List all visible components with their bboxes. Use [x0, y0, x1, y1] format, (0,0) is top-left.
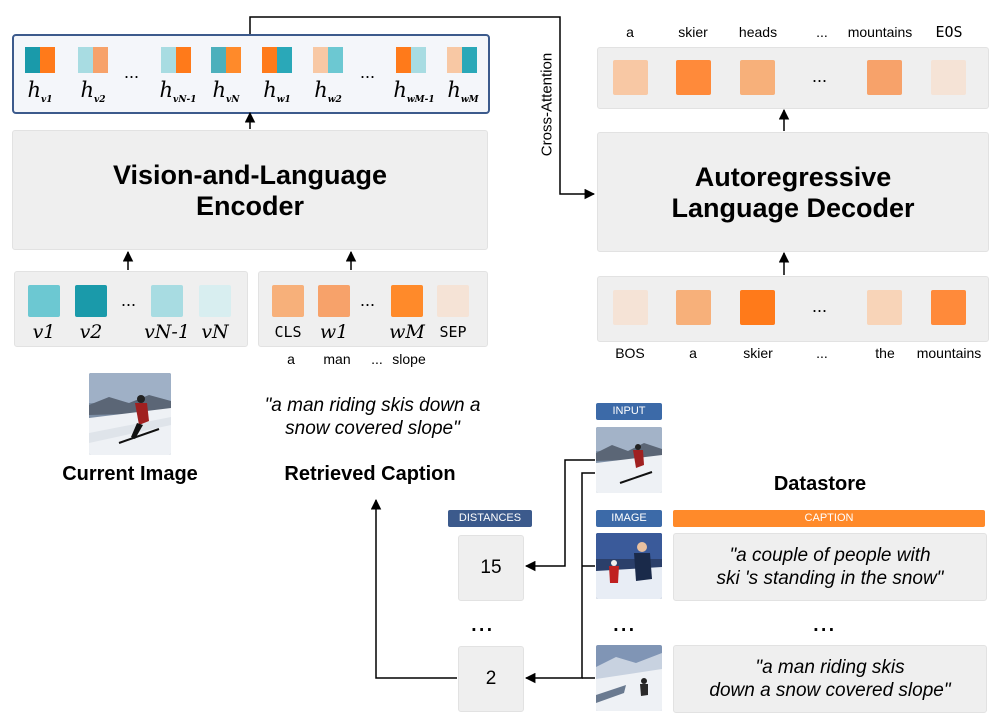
image-tag: IMAGE	[596, 510, 662, 527]
hidden-label-h-vN: hvN	[212, 78, 240, 106]
hidden-label-h-vN-1: hvN-1	[159, 78, 197, 106]
text-token-wM	[391, 285, 423, 317]
autoregressive-decoder: Autoregressive Language Decoder	[597, 132, 989, 252]
decoder-input-token-6	[931, 290, 966, 325]
decoder-title-line1: Autoregressive	[694, 162, 892, 192]
current-image	[89, 373, 171, 455]
decoder-output-word-5: mountains	[847, 24, 913, 40]
hidden-label-h-v2: hv2	[80, 78, 106, 106]
decoder-input-token-1	[613, 290, 648, 325]
datastore-caption-2: "a man riding skis down a snow covered s…	[673, 645, 987, 713]
retrieved-caption-label: Retrieved Caption	[284, 463, 456, 485]
decoder-input-word-2: a	[689, 345, 697, 361]
text-label-sep: SEP	[439, 323, 467, 341]
input-tag: INPUT	[596, 403, 662, 420]
decoder-output-token-2	[676, 60, 711, 95]
decoder-output-token-5	[867, 60, 902, 95]
input-image	[596, 427, 662, 493]
decoder-output-token-1	[613, 60, 648, 95]
encoder-title-line2: Encoder	[195, 191, 305, 221]
datastore-image-1	[596, 533, 662, 599]
decoder-input-word-3: skier	[743, 345, 773, 361]
decoder-output-word-1: a	[626, 24, 634, 40]
decoder-output-panel	[597, 47, 989, 109]
distances-dots: ...	[470, 606, 494, 637]
under-word-a: a	[287, 351, 295, 367]
images-dots: ...	[612, 606, 636, 637]
under-word-man: man	[323, 351, 351, 367]
retrieved-caption-text: "a man riding skis down a snow covered s…	[264, 395, 481, 439]
distance-cell-1: 15	[458, 535, 524, 601]
hidden-ellipsis-1: ...	[124, 62, 140, 82]
hidden-label-h-w1: hw1	[263, 78, 291, 106]
visual-token-v2	[75, 285, 107, 317]
visual-token-vN	[199, 285, 231, 317]
decoder-output-word-4: ...	[816, 24, 828, 40]
decoder-title-line2: Language Decoder	[671, 193, 915, 223]
distances-tag: DISTANCES	[448, 510, 532, 527]
decoder-input-word-4: ...	[816, 345, 828, 361]
text-token-w1	[318, 285, 350, 317]
visual-label-v1: v1	[32, 321, 56, 343]
datastore-title: Datastore	[773, 473, 867, 495]
hidden-label-h-v1: hv1	[27, 78, 53, 106]
decoder-output-token-6	[931, 60, 966, 95]
hidden-label-h-wM: hwM	[447, 78, 479, 106]
visual-label-vN-1: vN-1	[144, 321, 190, 343]
text-token-cls	[272, 285, 304, 317]
hidden-label-h-wM-1: hwM-1	[393, 78, 435, 106]
hidden-ellipsis-2: ...	[360, 62, 376, 82]
encoder-title-line1: Vision-and-Language	[112, 160, 388, 190]
vision-language-encoder: Vision-and-Language Encoder	[12, 130, 488, 250]
datastore-caption-1: "a couple of people with ski 's standing…	[673, 533, 987, 601]
visual-label-vN: vN	[201, 321, 229, 343]
text-label-w1: w1	[319, 321, 349, 343]
current-image-label: Current Image	[62, 463, 198, 485]
distance-cell-2: 2	[458, 646, 524, 712]
decoder-input-token-2	[676, 290, 711, 325]
decoder-input-word-5: the	[875, 345, 895, 361]
decoder-input-ellipsis: ...	[812, 296, 828, 316]
text-token-sep	[437, 285, 469, 317]
under-word-ellipsis: ...	[371, 351, 383, 367]
text-label-cls: CLS	[274, 323, 302, 341]
decoder-input-panel	[597, 276, 989, 342]
text-label-wM: wM	[389, 321, 425, 343]
visual-token-vN-1	[151, 285, 183, 317]
visual-ellipsis: ...	[121, 290, 137, 310]
decoder-output-token-3	[740, 60, 775, 95]
visual-token-v1	[28, 285, 60, 317]
visual-label-v2: v2	[79, 321, 103, 343]
hidden-label-h-w2: hw2	[314, 78, 342, 106]
decoder-input-word-1: BOS	[615, 345, 645, 361]
captions-dots: ...	[812, 606, 836, 637]
decoder-output-word-6: EOS	[935, 23, 963, 41]
decoder-output-word-2: skier	[678, 24, 708, 40]
decoder-input-token-5	[867, 290, 902, 325]
text-ellipsis: ...	[360, 290, 376, 310]
decoder-input-token-3	[740, 290, 775, 325]
datastore-image-2	[596, 645, 662, 711]
under-word-slope: slope	[392, 351, 426, 367]
decoder-output-ellipsis: ...	[812, 66, 828, 86]
caption-tag: CAPTION	[673, 510, 985, 527]
decoder-input-word-6: mountains	[916, 345, 982, 361]
decoder-output-word-3: heads	[738, 24, 778, 40]
